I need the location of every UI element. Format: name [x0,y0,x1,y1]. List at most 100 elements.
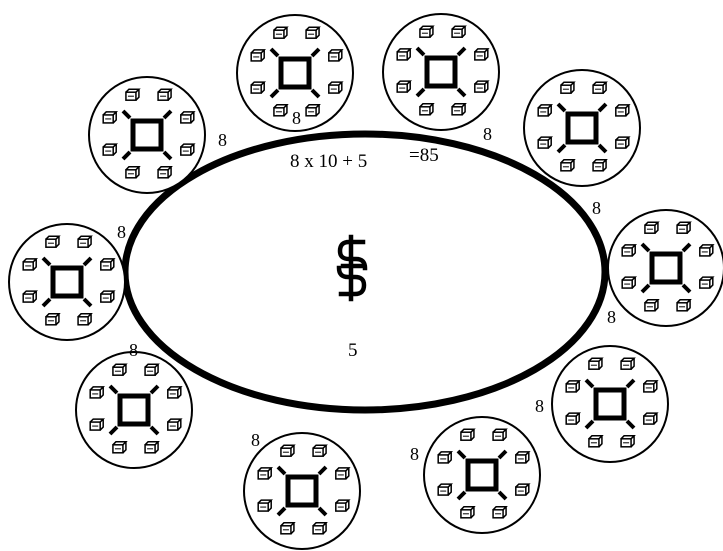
table-count-label: 8 [117,222,126,242]
table-square-icon [276,465,328,517]
chair-icon [474,80,490,93]
chair-icon [474,48,490,61]
chair-icon [515,451,531,464]
chair-icon [100,290,116,303]
chair-icon [615,104,631,117]
chair-icon [280,444,296,457]
chair-icon [250,49,267,62]
round-table [243,432,361,550]
chair-icon [620,435,636,448]
chair-icon [451,103,467,116]
table-square-icon [108,384,160,436]
chair-icon [100,258,116,271]
table-count-label: 8 [218,130,227,150]
chair-icon [45,313,61,326]
chair-icon [643,380,659,393]
chair-icon [615,136,631,149]
chair-icon [312,444,328,457]
chair-icon [492,506,508,519]
round-table [423,416,541,534]
round-table [551,345,669,463]
chair-icon [22,290,39,303]
chair-icon [419,103,435,116]
table-square-icon [41,256,93,308]
chair-icon [144,441,160,454]
chair-icon [515,483,531,496]
link-symbol-icon [336,234,368,302]
chair-icon [144,363,160,376]
chair-icon [565,412,582,425]
chair-icon [460,506,476,519]
chair-icon [451,25,467,38]
chair-icon [312,522,328,535]
chair-icon [396,80,413,93]
table-count-label: 8 [607,307,616,327]
table-square-icon [269,47,321,99]
chair-icon [492,428,508,441]
chair-icon [112,441,128,454]
chair-icon [565,380,582,393]
chair-icon [273,26,289,39]
chair-icon [676,299,692,312]
chair-icon [89,418,106,431]
chair-icon [335,467,351,480]
chair-icon [250,81,267,94]
table-square-icon [640,242,692,294]
chair-icon [157,88,173,101]
chair-icon [257,499,274,512]
center-table [121,130,609,414]
chair-icon [620,357,636,370]
chair-icon [45,235,61,248]
table-count-label: 8 [592,198,601,218]
chair-icon [280,522,296,535]
chair-icon [167,386,183,399]
table-square-icon [556,102,608,154]
chair-icon [112,363,128,376]
chair-icon [419,25,435,38]
chair-icon [167,418,183,431]
chair-icon [588,357,604,370]
chair-icon [643,412,659,425]
table-count-label: 8 [129,340,138,360]
chair-icon [460,428,476,441]
chair-icon [77,235,93,248]
table-square-icon [121,109,173,161]
round-table [523,69,641,187]
chair-icon [644,221,660,234]
center-count: 5 [348,340,358,361]
chair-icon [676,221,692,234]
chair-icon [180,111,196,124]
table-count-label: 8 [483,124,492,144]
chair-icon [437,451,454,464]
chair-icon [592,159,608,172]
formula: 8 x 10 + 5 [290,151,367,172]
chair-icon [157,166,173,179]
table-square-icon [584,378,636,430]
chair-icon [328,49,344,62]
chair-icon [699,276,715,289]
round-table [607,209,723,327]
chair-icon [644,299,660,312]
chair-icon [537,104,554,117]
chair-icon [125,88,141,101]
round-table [75,351,193,469]
chair-icon [588,435,604,448]
table-count-label: 8 [292,108,301,128]
round-table [236,14,354,132]
chair-icon [328,81,344,94]
chair-icon [180,143,196,156]
round-table [8,223,126,341]
formula-result: =85 [409,145,439,166]
round-table [88,76,206,194]
chair-icon [560,81,576,94]
table-square-icon [456,449,508,501]
chair-icon [560,159,576,172]
chair-icon [621,244,638,257]
chair-icon [257,467,274,480]
chair-icon [102,143,119,156]
chair-icon [537,136,554,149]
chair-icon [22,258,39,271]
chair-icon [102,111,119,124]
chair-icon [621,276,638,289]
